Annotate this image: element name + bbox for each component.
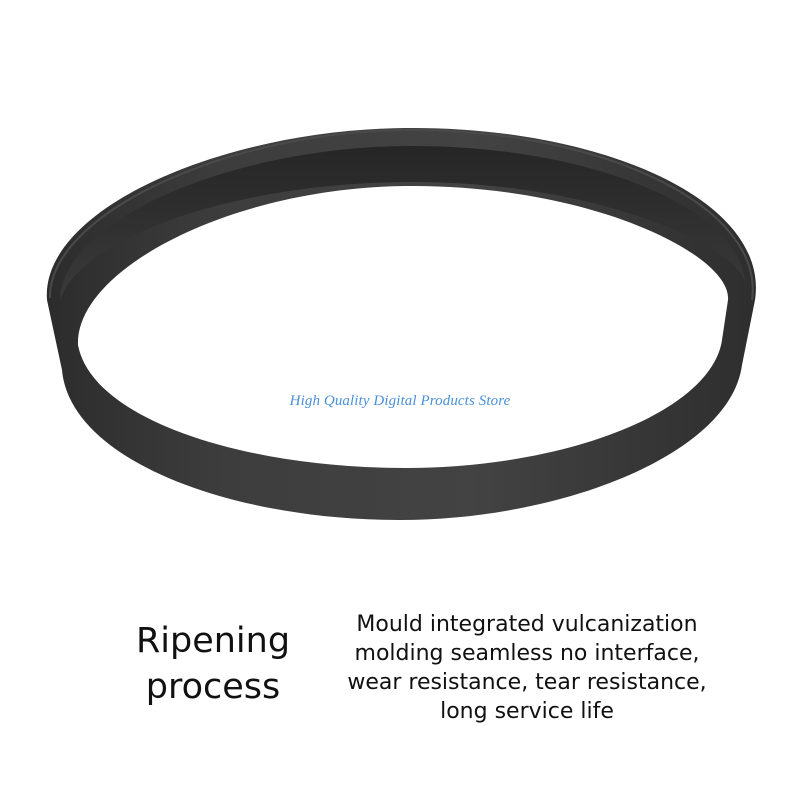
process-description: Mould integrated vulcanization molding s… [318, 610, 736, 726]
process-title-line: Ripening [135, 621, 291, 661]
description-line: Mould integrated vulcanization [356, 612, 698, 637]
belt-inner-surface [60, 145, 745, 300]
process-title: Ripening process [118, 618, 308, 710]
description-line: molding seamless no interface, [354, 641, 700, 666]
description-line: long service life [440, 699, 614, 724]
process-title-line: process [145, 667, 281, 707]
store-watermark: High Quality Digital Products Store [289, 393, 511, 409]
description-line: wear resistance, tear resistance, [347, 670, 707, 695]
belt-rim-highlight [48, 128, 754, 301]
belt-hole [77, 185, 729, 468]
